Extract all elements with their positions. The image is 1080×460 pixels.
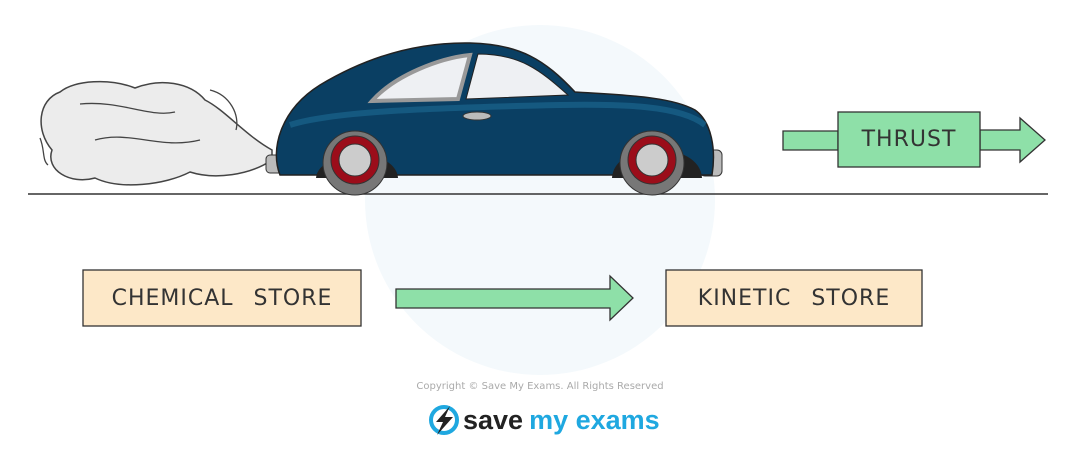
exhaust-smoke: [40, 80, 273, 186]
thrust-box: [837, 111, 981, 168]
kinetic-store-box: [665, 269, 923, 327]
car: [265, 42, 723, 196]
smoke-swirls: [39, 89, 238, 166]
energy-transfer-arrow: [395, 274, 634, 322]
chemical-store-label: CHEMICAL STORE: [111, 285, 333, 311]
lightning-icon: [429, 405, 459, 435]
thrust-label: THRUST: [861, 127, 957, 152]
front-window: [465, 53, 570, 100]
door-handle: [462, 111, 492, 121]
logo-word-save: save: [463, 404, 524, 435]
copyright-text: Copyright © Save My Exams. All Rights Re…: [416, 381, 664, 392]
logo-word-myexams: my exams: [529, 404, 660, 435]
logo: save my exams: [428, 404, 660, 436]
kinetic-store-label: KINETIC STORE: [697, 285, 891, 311]
body-highlight: [289, 101, 707, 128]
rear-wheel: [322, 130, 388, 196]
front-wheel: [619, 130, 685, 196]
chemical-store-box: [82, 269, 362, 327]
rear-window: [367, 52, 473, 104]
